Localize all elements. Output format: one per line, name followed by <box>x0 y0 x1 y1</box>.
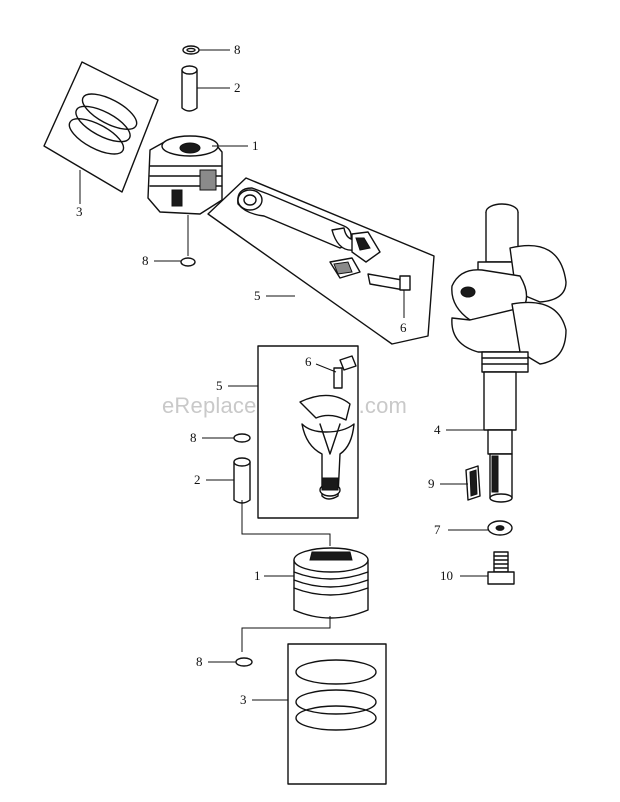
callout-part-6: 6 <box>400 320 407 335</box>
leader-8 <box>315 363 337 373</box>
callout-part-8: 8 <box>234 42 241 57</box>
connecting-rod-lower-group[interactable] <box>257 345 359 519</box>
callout-part-6: 6 <box>305 354 312 369</box>
callout-part-3: 3 <box>240 692 247 707</box>
washer[interactable] <box>487 520 513 536</box>
piston-upper[interactable] <box>147 135 223 215</box>
piston-ring-set-lower[interactable] <box>287 643 387 785</box>
callout-part-3: 3 <box>76 204 83 219</box>
retaining-clip-top[interactable] <box>182 45 200 55</box>
callout-part-1: 1 <box>252 138 259 153</box>
leader-piston-lower <box>241 616 331 652</box>
callout-part-8: 8 <box>142 253 149 268</box>
callout-part-9: 9 <box>428 476 435 491</box>
piston-pin-upper[interactable] <box>181 65 198 112</box>
callout-part-5: 5 <box>216 378 223 393</box>
crankshaft-key[interactable] <box>465 465 481 501</box>
callout-part-4: 4 <box>434 422 441 437</box>
piston-ring-set-upper[interactable] <box>43 61 159 193</box>
callout-part-2: 2 <box>194 472 201 487</box>
piston-lower[interactable] <box>293 547 369 619</box>
piston-pin-lower[interactable] <box>233 457 331 546</box>
retaining-clip-bottom[interactable] <box>235 657 253 667</box>
retaining-clip-upper-lower[interactable] <box>180 215 196 267</box>
callout-part-1: 1 <box>254 568 261 583</box>
retaining-clip-middle[interactable] <box>233 433 251 443</box>
callout-part-8: 8 <box>190 430 197 445</box>
crankshaft[interactable] <box>451 203 567 503</box>
callout-part-2: 2 <box>234 80 241 95</box>
callout-part-5: 5 <box>254 288 261 303</box>
callout-part-8: 8 <box>196 654 203 669</box>
callout-part-7: 7 <box>434 522 441 537</box>
callout-part-10: 10 <box>440 568 453 583</box>
connecting-rod-upper[interactable] <box>207 177 435 345</box>
crankshaft-bolt[interactable] <box>487 551 515 585</box>
